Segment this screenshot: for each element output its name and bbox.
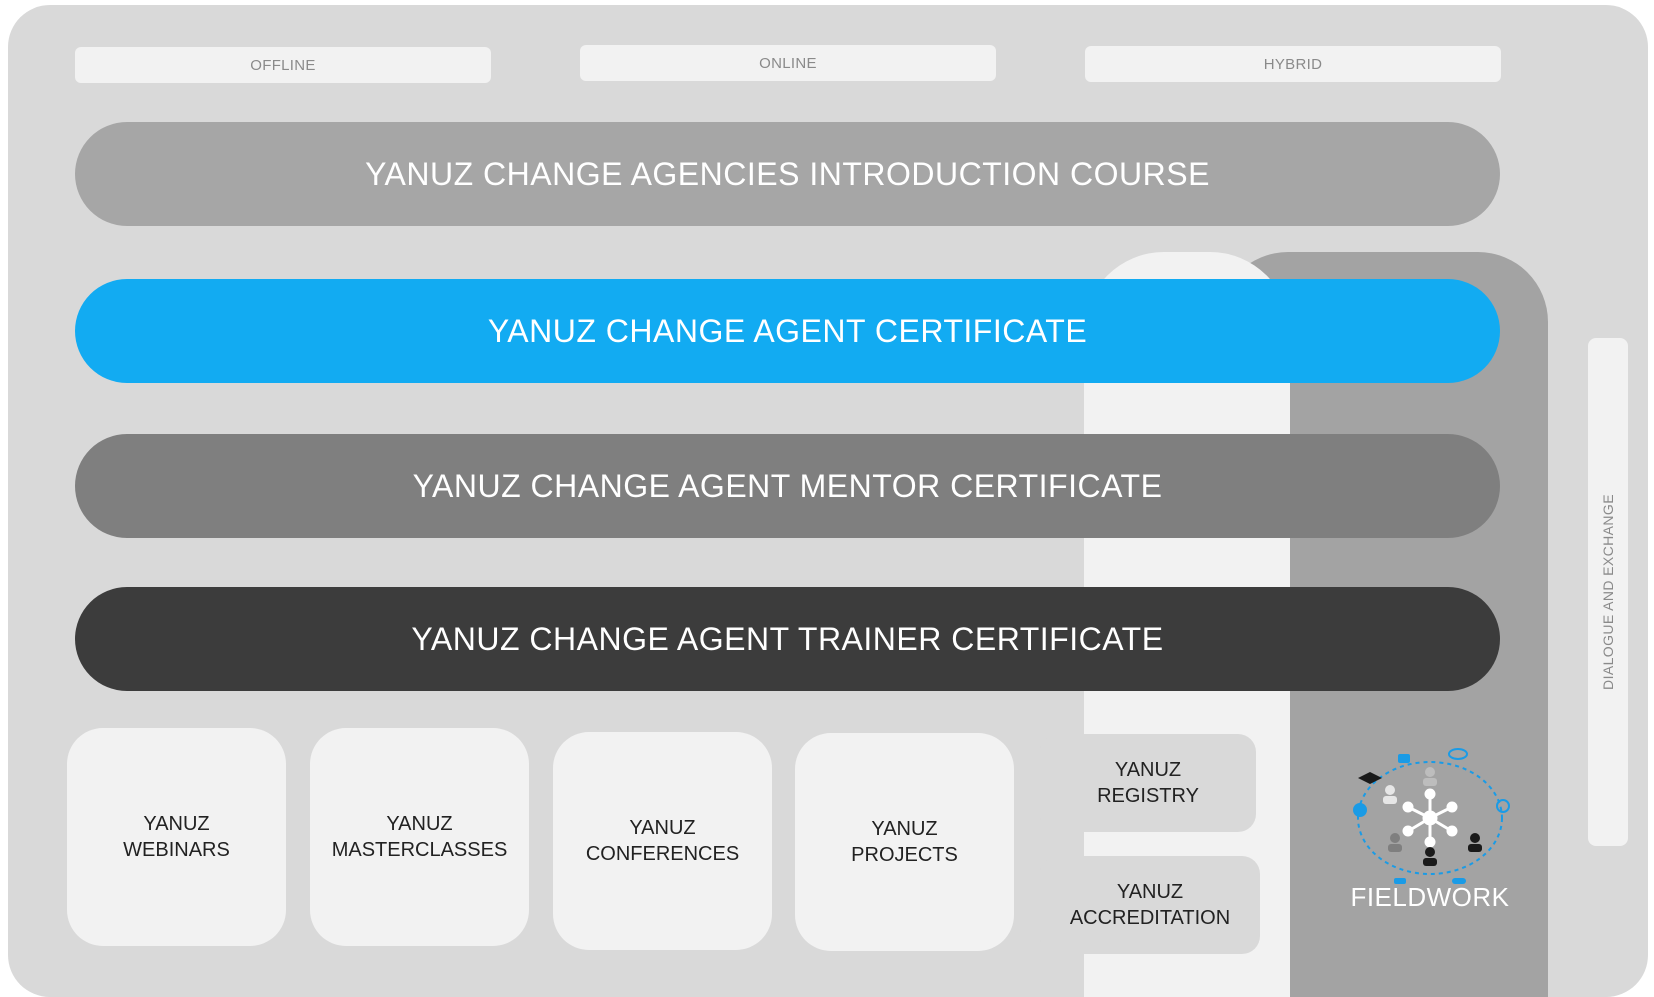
mode-online: ONLINE (580, 45, 996, 81)
tile-line: ACCREDITATION (1069, 907, 1231, 929)
mode-label: ONLINE (759, 54, 817, 72)
tile-line: YANUZ (143, 813, 210, 835)
tile-line: REGISTRY (1097, 785, 1199, 807)
tile-line: YANUZ (629, 817, 696, 839)
bar-change-agent-certificate: YANUZ CHANGE AGENT CERTIFICATE (75, 279, 1500, 383)
fieldwork-label: FIELDWORK (1350, 882, 1510, 912)
mode-offline: OFFLINE (75, 47, 491, 83)
tile-line: PROJECTS (851, 844, 958, 866)
bar-trainer-certificate: YANUZ CHANGE AGENT TRAINER CERTIFICATE (75, 587, 1500, 691)
tile-line: YANUZ (386, 813, 453, 835)
mode-hybrid: HYBRID (1085, 46, 1501, 82)
bar-label: YANUZ CHANGE AGENCIES INTRODUCTION COURS… (365, 155, 1210, 192)
bar-mentor-certificate: YANUZ CHANGE AGENT MENTOR CERTIFICATE (75, 434, 1500, 538)
bar-label: YANUZ CHANGE AGENT MENTOR CERTIFICATE (412, 467, 1163, 504)
tile-registry: YANUZ REGISTRY (1040, 734, 1256, 832)
tile-conferences: YANUZ CONFERENCES (553, 732, 772, 950)
tile-accreditation: YANUZ ACCREDITATION (1040, 856, 1260, 954)
bar-label: YANUZ CHANGE AGENT CERTIFICATE (487, 312, 1088, 349)
tile-line: YANUZ (1116, 881, 1184, 903)
tile-masterclasses: YANUZ MASTERCLASSES (310, 728, 529, 946)
mode-label: HYBRID (1263, 55, 1323, 73)
network-people-icon (1353, 748, 1510, 884)
tile-line: YANUZ (1114, 759, 1182, 781)
tile-line: MASTERCLASSES (331, 839, 508, 861)
mode-label: OFFLINE (250, 56, 316, 74)
tile-line: WEBINARS (123, 839, 230, 861)
tile-line: YANUZ (871, 818, 938, 840)
bar-label: YANUZ CHANGE AGENT TRAINER CERTIFICATE (411, 620, 1164, 657)
tile-line: CONFERENCES (585, 843, 740, 865)
tile-webinars: YANUZ WEBINARS (67, 728, 286, 946)
bar-introduction-course: YANUZ CHANGE AGENCIES INTRODUCTION COURS… (75, 122, 1500, 226)
dialogue-exchange-bar: DIALOGUE AND EXCHANGE (1588, 338, 1628, 846)
tile-projects: YANUZ PROJECTS (795, 733, 1014, 951)
dialogue-exchange-label: DIALOGUE AND EXCHANGE (1600, 494, 1616, 690)
